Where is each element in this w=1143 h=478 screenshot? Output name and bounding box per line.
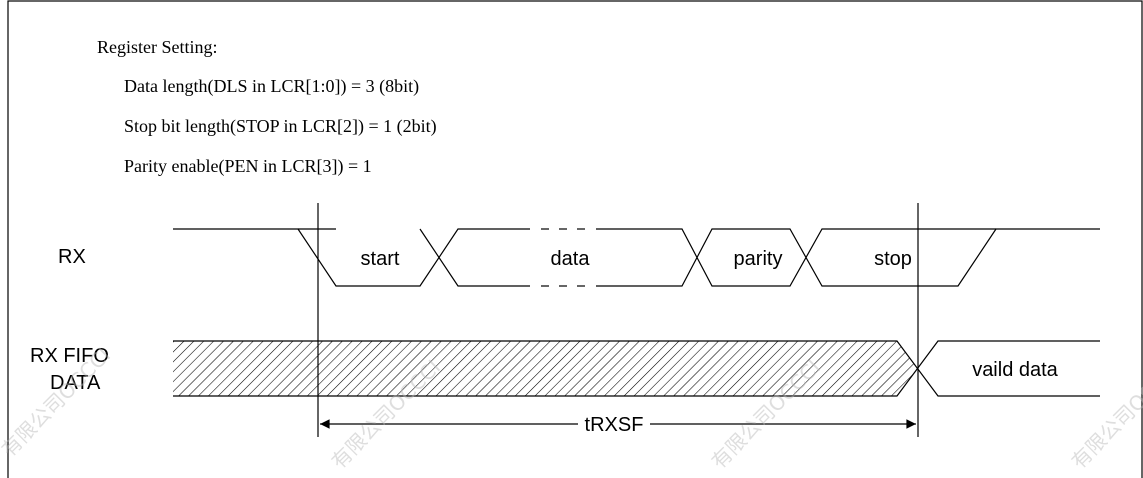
rx-segment-parity: parity bbox=[734, 248, 783, 270]
register-line-stop: Stop bit length(STOP in LCR[2]) = 1 (2bi… bbox=[124, 116, 437, 137]
rx-waveform bbox=[173, 228, 1100, 287]
fifo-label-line2: DATA bbox=[50, 372, 101, 394]
register-line-pen: Parity enable(PEN in LCR[3]) = 1 bbox=[124, 156, 372, 177]
rx-segment-data: data bbox=[551, 248, 591, 270]
rx-label: RX bbox=[58, 246, 86, 268]
fifo-label-line1: RX FIFO bbox=[30, 345, 109, 367]
rx-segment-stop: stop bbox=[874, 248, 912, 270]
fifo-invalid-hatched bbox=[173, 341, 917, 396]
fifo-waveform bbox=[173, 340, 1100, 397]
register-line-dls: Data length(DLS in LCR[1:0]) = 3 (8bit) bbox=[124, 76, 419, 97]
fifo-valid-data-label: vaild data bbox=[972, 359, 1058, 381]
timing-label: tRXSF bbox=[585, 414, 644, 436]
register-heading: Register Setting: bbox=[97, 37, 218, 57]
rx-segment-start: start bbox=[361, 248, 400, 270]
figure-border bbox=[7, 0, 1143, 478]
watermark-text-4: 有限公司OCCCI bbox=[1067, 355, 1143, 473]
